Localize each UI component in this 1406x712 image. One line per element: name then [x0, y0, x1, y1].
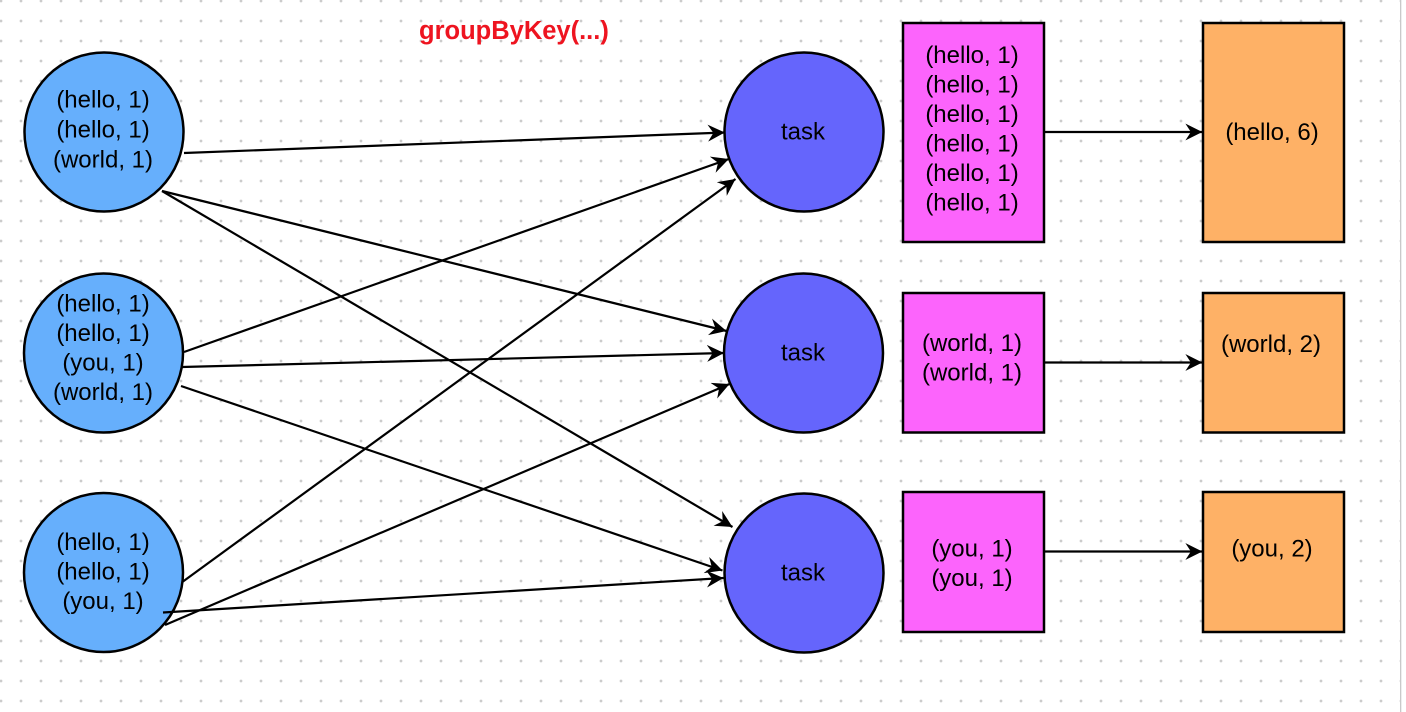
svg-text:(hello, 1): (hello, 1): [925, 160, 1018, 187]
svg-text:(world, 1): (world, 1): [922, 360, 1022, 387]
svg-text:task: task: [781, 119, 826, 146]
svg-text:(hello, 1): (hello, 1): [56, 117, 149, 144]
svg-text:(hello, 1): (hello, 1): [925, 42, 1018, 69]
svg-text:(you, 1): (you, 1): [931, 536, 1012, 563]
svg-text:(hello, 1): (hello, 1): [56, 87, 149, 114]
svg-text:(hello, 1): (hello, 1): [925, 131, 1018, 158]
svg-text:(world, 1): (world, 1): [922, 330, 1022, 357]
svg-text:task: task: [781, 560, 826, 587]
svg-text:(you, 1): (you, 1): [62, 350, 143, 377]
svg-text:(hello, 1): (hello, 1): [925, 190, 1018, 217]
svg-text:(world, 1): (world, 1): [53, 379, 153, 406]
svg-text:(world, 2): (world, 2): [1221, 331, 1321, 358]
svg-text:groupByKey(...): groupByKey(...): [419, 17, 609, 45]
svg-text:(hello, 1): (hello, 1): [56, 559, 149, 586]
svg-text:(hello, 1): (hello, 1): [925, 101, 1018, 128]
svg-text:(world, 1): (world, 1): [53, 147, 153, 174]
svg-text:(hello, 6): (hello, 6): [1225, 119, 1318, 146]
svg-text:(hello, 1): (hello, 1): [56, 291, 149, 318]
svg-text:(hello, 1): (hello, 1): [56, 320, 149, 347]
svg-text:(hello, 1): (hello, 1): [925, 72, 1018, 99]
svg-text:(you, 1): (you, 1): [62, 588, 143, 615]
svg-text:(hello, 1): (hello, 1): [56, 529, 149, 556]
svg-text:(you, 2): (you, 2): [1231, 536, 1312, 563]
svg-text:(you, 1): (you, 1): [931, 565, 1012, 592]
svg-text:task: task: [781, 340, 826, 367]
